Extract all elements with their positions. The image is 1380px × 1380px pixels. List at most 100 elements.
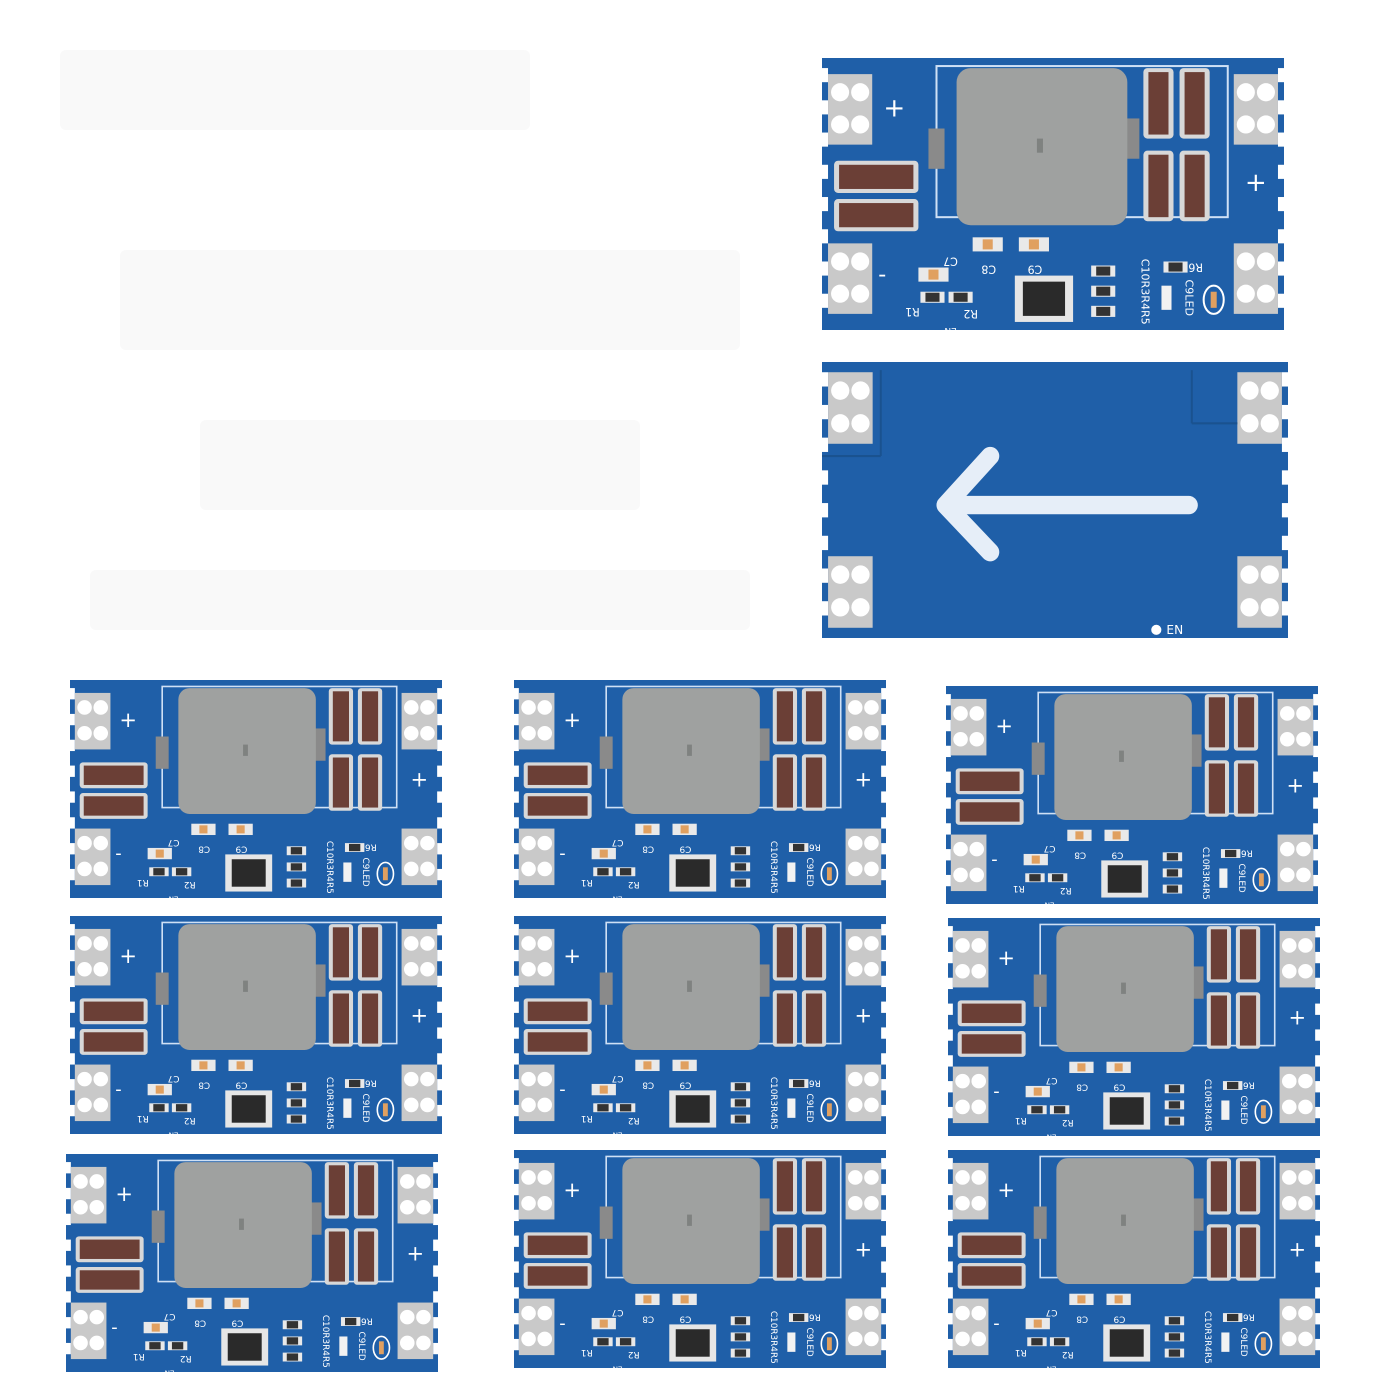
resistor [1031, 1338, 1043, 1346]
capacitor [805, 757, 823, 808]
via-hole [953, 706, 968, 721]
via-hole [521, 1071, 536, 1087]
resistor [734, 1115, 747, 1123]
via-hole [521, 1097, 536, 1113]
edge-notch [822, 601, 829, 616]
faded-background-artifact [60, 50, 530, 130]
capacitor [961, 1034, 1022, 1054]
c8-cap [643, 1061, 652, 1070]
via-hole [73, 1200, 88, 1215]
c9-cap [236, 1061, 245, 1070]
capacitor [839, 164, 914, 189]
capacitor [1148, 72, 1169, 135]
via-hole [399, 1335, 415, 1351]
edge-notch [70, 817, 75, 829]
label-c10-r3-r4-r5: C10R3R4R5 [1138, 259, 1151, 325]
label-c8: C8 [198, 843, 210, 853]
label-c8: C8 [198, 1079, 210, 1089]
terminal-pad [401, 828, 438, 886]
led [1260, 1105, 1266, 1119]
edge-notch [437, 713, 442, 726]
edge-notch [1315, 1338, 1320, 1351]
resistor [1168, 1117, 1181, 1125]
terminal-pad [845, 692, 882, 750]
plus-label: + [119, 708, 137, 732]
via-hole [521, 861, 536, 877]
resistor [1166, 869, 1179, 877]
via-hole [416, 1309, 431, 1325]
terminal-pad [1233, 243, 1278, 314]
via-hole [537, 1196, 553, 1211]
terminal-pad [74, 692, 111, 750]
via-hole [403, 1071, 419, 1087]
resistor [734, 1099, 747, 1107]
label-c9-led: C9LED [804, 1328, 814, 1357]
capacitor [527, 1032, 588, 1052]
c7-cap [1033, 1087, 1042, 1096]
via-hole [864, 1196, 879, 1211]
minus-label: - [1301, 1074, 1307, 1094]
label-c9: C9 [235, 1079, 247, 1089]
inductor-lead [758, 964, 770, 997]
via-hole [851, 284, 870, 303]
via-hole [93, 861, 109, 877]
ic-chip [1109, 1097, 1144, 1125]
via-hole [1236, 252, 1255, 271]
via-hole [864, 1097, 879, 1113]
edge-notch [948, 1029, 953, 1041]
via-hole [416, 1335, 431, 1351]
capacitor [1184, 72, 1205, 135]
c9-cap [1112, 831, 1121, 840]
via-hole [537, 1170, 553, 1185]
edge-notch [70, 739, 75, 752]
edge-notch [514, 1313, 519, 1325]
edge-notch [437, 791, 442, 803]
label-c10-r3-r4-r5: C10R3R4R5 [320, 1315, 330, 1368]
label-c9: C9 [679, 1313, 691, 1323]
resistor [1168, 262, 1183, 272]
label-c9-led: C9LED [1238, 1328, 1248, 1357]
via-hole [864, 1331, 879, 1347]
edge-notch [66, 1342, 71, 1355]
via-hole [851, 252, 870, 271]
resistor [286, 1337, 299, 1345]
label-r2: R2 [1060, 885, 1072, 895]
via-hole [851, 83, 870, 102]
edge-notch [437, 975, 442, 988]
via-hole [847, 962, 863, 977]
via-hole [403, 861, 419, 877]
label-r2: R2 [963, 307, 978, 320]
label-r6: R6 [809, 842, 821, 852]
edge-notch [514, 1261, 519, 1273]
edge-notch [1313, 745, 1318, 758]
via-hole [73, 1174, 88, 1189]
edge-notch [822, 100, 829, 115]
label-r2: R2 [184, 1115, 196, 1125]
via-hole [73, 1309, 88, 1325]
via-hole [77, 700, 92, 715]
led-outline [820, 861, 839, 886]
capacitor [805, 691, 823, 742]
capacitor [776, 691, 793, 742]
via-hole [1260, 598, 1279, 617]
capacitor [961, 1235, 1022, 1255]
via-hole [93, 726, 109, 741]
capacitor [1239, 1227, 1257, 1278]
via-hole [1298, 1073, 1313, 1089]
edge-notch [514, 1158, 519, 1170]
capacitor [1210, 929, 1227, 980]
via-hole [1256, 83, 1275, 102]
c9-cap [1114, 1063, 1123, 1072]
via-hole [537, 936, 553, 951]
via-hole [1236, 115, 1255, 134]
capacitor [361, 927, 379, 978]
c9-led-part [1161, 285, 1172, 310]
capacitor [1239, 1161, 1257, 1212]
